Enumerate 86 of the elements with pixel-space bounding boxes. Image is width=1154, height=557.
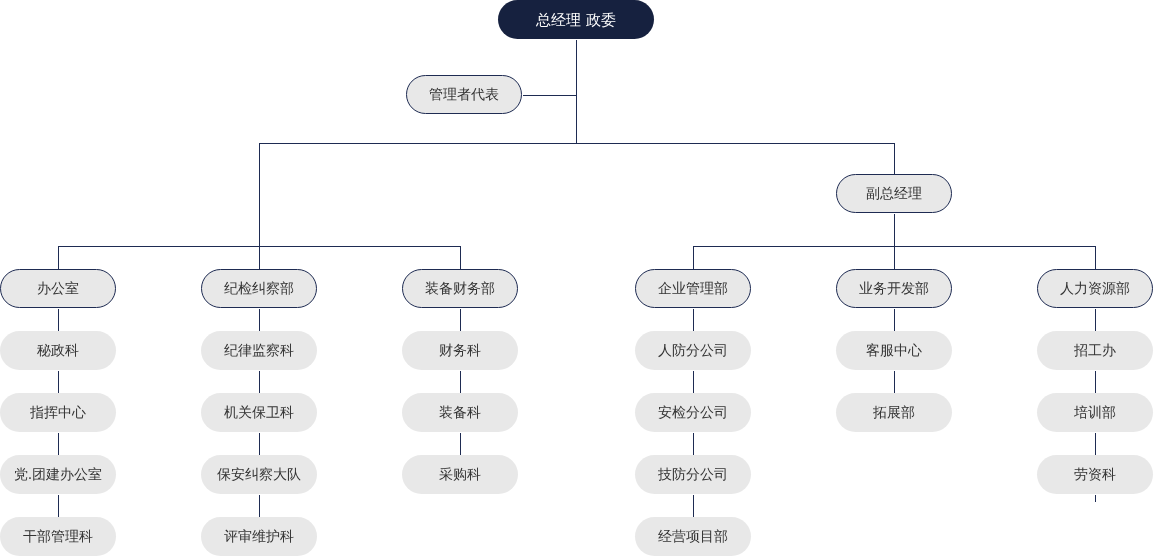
department-pill bbox=[836, 269, 952, 308]
unit-name: 装备财务部 bbox=[425, 280, 495, 297]
connector-line bbox=[58, 370, 59, 394]
section-pill bbox=[201, 331, 317, 370]
department-pill bbox=[1037, 269, 1153, 308]
unit-name: 总经理 政委 bbox=[536, 10, 616, 29]
unit-name: 人防分公司 bbox=[658, 342, 728, 359]
connector-line bbox=[693, 494, 694, 518]
section-pill bbox=[836, 393, 952, 432]
unit-name: 装备科 bbox=[439, 404, 481, 421]
unit-name: 劳资科 bbox=[1074, 466, 1116, 483]
section-pill bbox=[1037, 393, 1153, 432]
department-pill bbox=[406, 75, 522, 114]
section-pill bbox=[1037, 331, 1153, 370]
connector-line bbox=[460, 308, 461, 332]
section-pill bbox=[635, 455, 751, 494]
unit-name: 党.团建办公室 bbox=[13, 466, 103, 483]
department-pill bbox=[635, 269, 751, 308]
unit-name: 招工办 bbox=[1074, 342, 1116, 359]
connector-line bbox=[1095, 494, 1096, 502]
unit-name: 财务科 bbox=[439, 342, 481, 359]
section-pill bbox=[0, 331, 116, 370]
unit-name: 培训部 bbox=[1074, 404, 1116, 421]
section-pill bbox=[201, 455, 317, 494]
connector-line bbox=[1095, 308, 1096, 332]
department-pill bbox=[201, 269, 317, 308]
unit-name: 拓展部 bbox=[873, 404, 915, 421]
connector-line bbox=[259, 246, 260, 270]
unit-name: 业务开发部 bbox=[859, 280, 929, 297]
unit-name: 干部管理科 bbox=[23, 528, 93, 545]
connector-line bbox=[894, 246, 1096, 270]
connector-line bbox=[259, 494, 260, 518]
unit-name: 技防分公司 bbox=[658, 466, 728, 483]
section-pill bbox=[402, 393, 518, 432]
section-pill bbox=[201, 393, 317, 432]
unit-name: 经营项目部 bbox=[658, 528, 728, 545]
section-pill bbox=[635, 393, 751, 432]
connector-line bbox=[693, 432, 694, 456]
connector-line bbox=[1095, 432, 1096, 456]
unit-name: 客服中心 bbox=[866, 342, 922, 359]
unit-name: 纪检纠察部 bbox=[224, 280, 294, 297]
connector-line bbox=[693, 308, 694, 332]
connector-line bbox=[894, 308, 895, 332]
unit-name: 安检分公司 bbox=[658, 404, 728, 421]
connector-line bbox=[894, 370, 895, 394]
unit-name: 机关保卫科 bbox=[224, 404, 294, 421]
connector-line bbox=[58, 494, 59, 518]
connector-line bbox=[259, 432, 260, 456]
section-pill bbox=[0, 517, 116, 556]
section-pill bbox=[836, 331, 952, 370]
connector-line bbox=[894, 213, 895, 247]
connector-line bbox=[259, 246, 461, 270]
unit-name: 副总经理 bbox=[866, 185, 922, 202]
connector-line bbox=[58, 432, 59, 456]
unit-name: 采购科 bbox=[439, 466, 481, 483]
unit-name: 纪律监察科 bbox=[224, 342, 294, 359]
unit-name: 指挥中心 bbox=[30, 404, 86, 421]
executive-pill bbox=[498, 0, 654, 39]
unit-name: 保安纠察大队 bbox=[217, 466, 301, 483]
section-pill bbox=[1037, 455, 1153, 494]
connector-line bbox=[58, 246, 260, 270]
department-pill bbox=[0, 269, 116, 308]
connector-line bbox=[693, 370, 694, 394]
section-pill bbox=[0, 455, 116, 494]
connector-line bbox=[1095, 370, 1096, 394]
unit-name: 管理者代表 bbox=[429, 86, 499, 103]
department-pill bbox=[402, 269, 518, 308]
section-pill bbox=[402, 331, 518, 370]
department-pill bbox=[836, 174, 952, 213]
unit-name: 办公室 bbox=[37, 280, 79, 297]
unit-name: 企业管理部 bbox=[658, 280, 728, 297]
connector-line bbox=[693, 246, 895, 270]
section-pill bbox=[0, 393, 116, 432]
section-pill bbox=[201, 517, 317, 556]
section-pill bbox=[402, 455, 518, 494]
connector-line bbox=[259, 308, 260, 332]
unit-name: 秘政科 bbox=[37, 342, 79, 359]
unit-name: 评审维护科 bbox=[224, 528, 294, 545]
unit-name: 人力资源部 bbox=[1060, 280, 1130, 297]
connector-line bbox=[58, 308, 59, 332]
connector-line bbox=[460, 432, 461, 456]
connector-line bbox=[460, 370, 461, 394]
section-pill bbox=[635, 517, 751, 556]
connector-line bbox=[259, 370, 260, 394]
section-pill bbox=[635, 331, 751, 370]
connector-line bbox=[894, 246, 895, 270]
